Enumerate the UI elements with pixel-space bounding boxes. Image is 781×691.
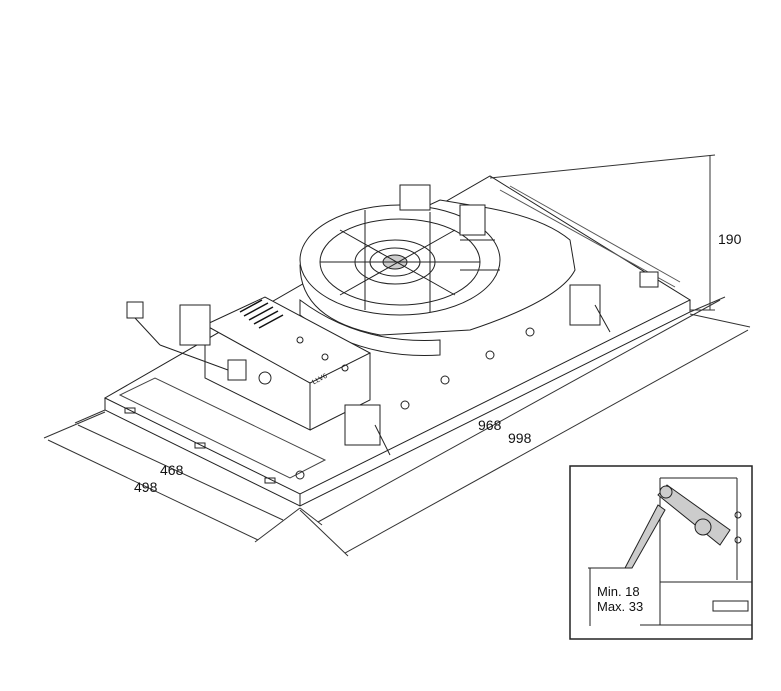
inset-min-label: Min. 18 — [597, 584, 640, 599]
dimension-outer-length: 998 — [508, 430, 532, 446]
control-box — [203, 296, 372, 431]
vent-grille-icon — [239, 299, 284, 329]
power-socket — [227, 359, 247, 381]
slot — [264, 477, 276, 484]
dimension-lines — [43, 154, 751, 557]
slot — [194, 442, 206, 449]
dimension-inner-width: 468 — [160, 462, 184, 478]
mounting-brackets — [179, 271, 659, 480]
power-cord — [126, 301, 229, 371]
dimension-height: 190 — [718, 231, 742, 247]
inset-max-label: Max. 33 — [597, 599, 644, 614]
fan-assembly — [299, 184, 576, 356]
inset-detail — [569, 465, 753, 640]
dimension-inner-length: 968 — [478, 417, 502, 433]
dimension-outer-width: 498 — [134, 479, 158, 495]
slot — [124, 407, 136, 414]
